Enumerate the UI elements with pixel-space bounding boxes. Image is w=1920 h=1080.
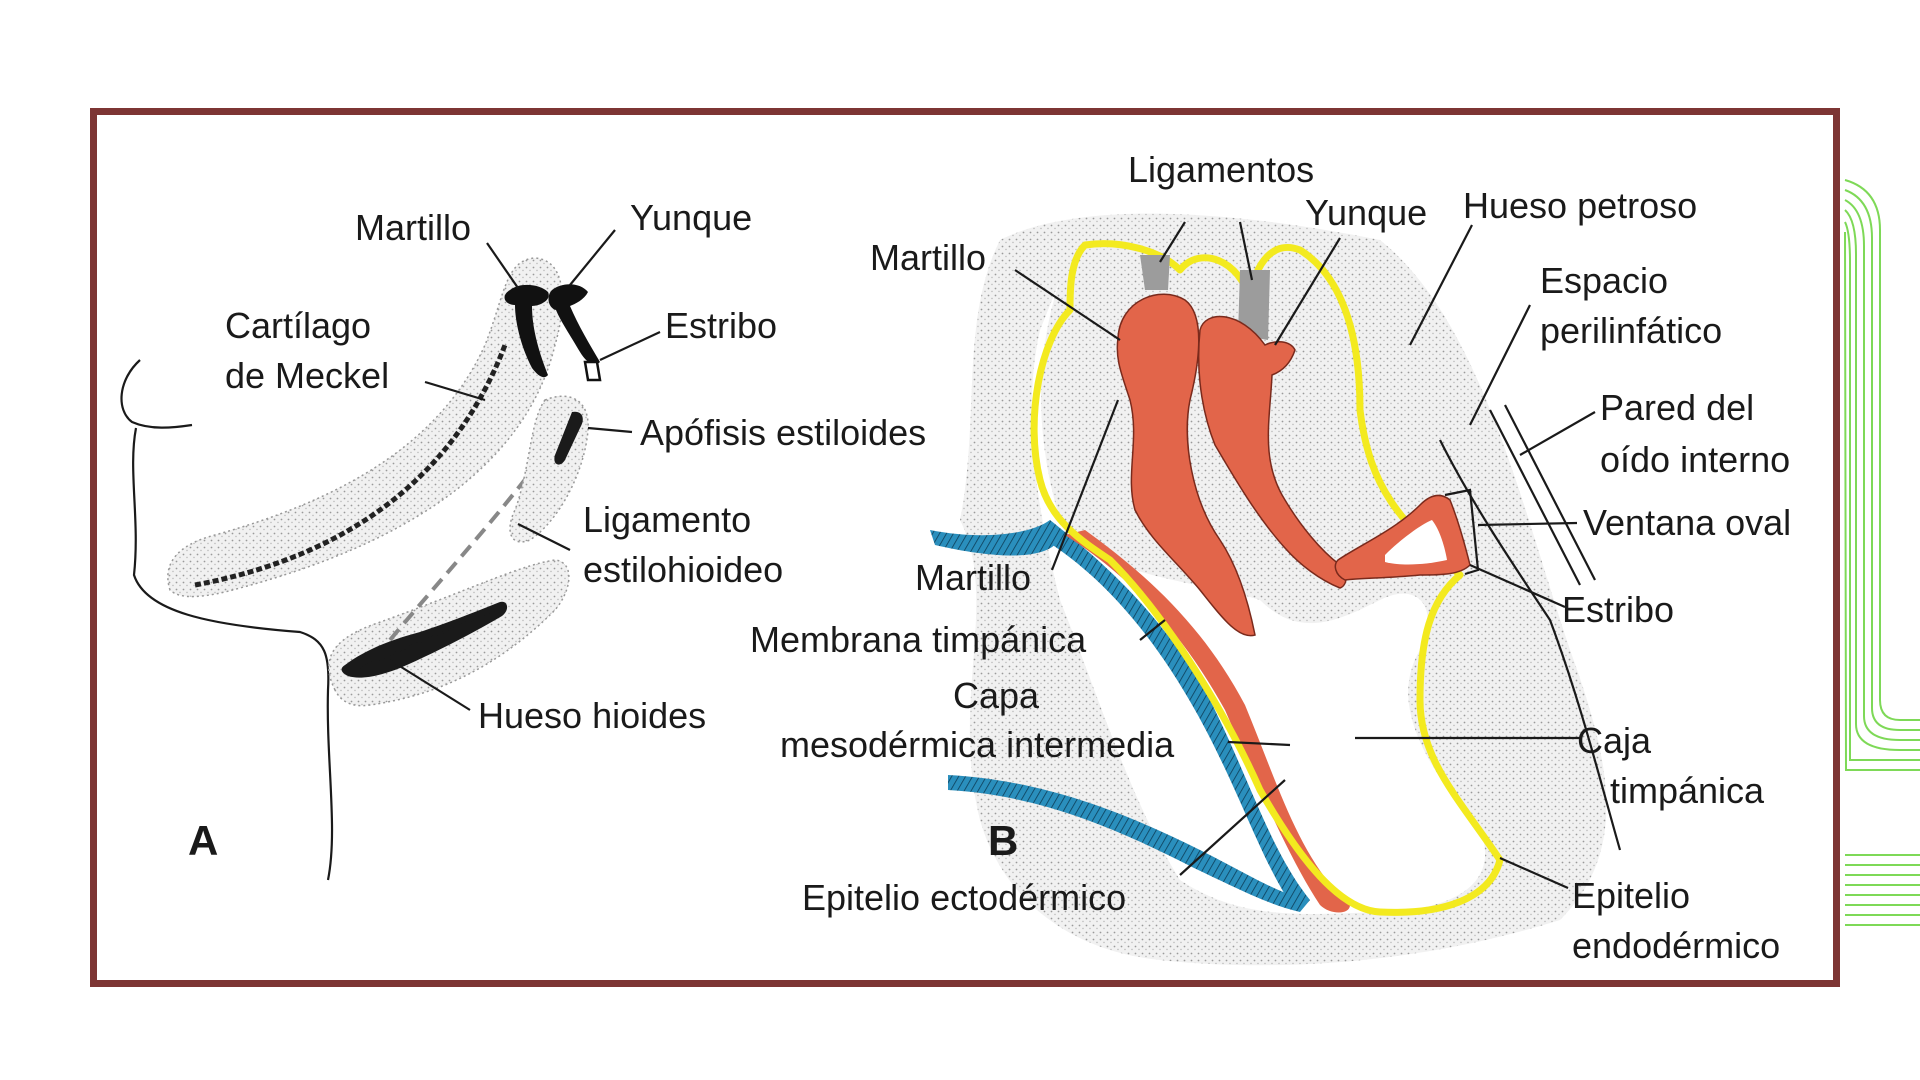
label-b-espacio-1: Espacio <box>1540 260 1668 301</box>
label-a-martillo: Martillo <box>355 207 471 248</box>
panel-a-labels: Martillo Yunque Cartílago de Meckel Estr… <box>188 197 926 864</box>
label-a-apofisis: Apófisis estiloides <box>640 412 926 453</box>
label-b-pared-2: oído interno <box>1600 439 1790 480</box>
panel-b-letter: B <box>988 817 1018 864</box>
panel-a-drawing <box>120 229 661 881</box>
ectodermal-epithelium-top <box>930 520 1060 556</box>
label-b-hueso-petroso: Hueso petroso <box>1463 185 1697 226</box>
label-b-caja-1: Caja <box>1577 720 1652 761</box>
panel-b-labels: Ligamentos Yunque Hueso petroso Martillo… <box>750 149 1791 966</box>
label-b-ventana: Ventana oval <box>1583 502 1791 543</box>
meckel-cartilage <box>194 344 508 588</box>
label-b-estribo: Estribo <box>1562 589 1674 630</box>
styloid-process <box>554 411 583 465</box>
endodermal-epithelium-outline <box>1030 240 1504 916</box>
label-a-hioides: Hueso hioides <box>478 695 706 736</box>
label-b-epitelio-endo-1: Epitelio <box>1572 875 1690 916</box>
ligament-left <box>1140 255 1170 290</box>
label-b-ligamentos: Ligamentos <box>1128 149 1314 190</box>
label-a-ligamento-1: Ligamento <box>583 499 751 540</box>
label-b-epitelio-ecto: Epitelio ectodérmico <box>802 877 1126 918</box>
martillo-b-shape <box>1116 293 1256 637</box>
yunque-b-shape <box>1197 315 1347 589</box>
tympanic-cavity <box>1031 280 1486 914</box>
ectodermal-epithelium-bottom <box>948 775 1310 912</box>
ectodermal-epithelium <box>1045 520 1310 910</box>
label-b-capa-1: Capa <box>953 675 1040 716</box>
label-a-estribo: Estribo <box>665 305 777 346</box>
estribo-b-hole <box>1385 520 1447 565</box>
label-b-epitelio-endo-2: endodérmico <box>1572 925 1780 966</box>
panel-b-drawing <box>930 213 1622 966</box>
panel-a-letter: A <box>188 817 218 864</box>
ligament-right <box>1238 270 1270 340</box>
label-b-espacio-2: perilinfático <box>1540 310 1722 351</box>
label-a-yunque: Yunque <box>630 197 752 238</box>
label-b-capa-2: mesodérmica intermedia <box>780 724 1175 765</box>
label-a-cartilago-2: de Meckel <box>225 355 389 396</box>
estribo-a-shape <box>583 360 602 382</box>
label-b-membrana: Membrana timpánica <box>750 619 1087 660</box>
label-b-martillo-top: Martillo <box>870 237 986 278</box>
yunque-a-shape <box>548 284 600 365</box>
label-b-caja-2: timpánica <box>1610 770 1765 811</box>
label-a-cartilago-1: Cartílago <box>225 305 371 346</box>
face-profile <box>120 359 334 881</box>
label-a-ligamento-2: estilohioideo <box>583 549 783 590</box>
label-b-pared-1: Pared del <box>1600 387 1754 428</box>
label-b-yunque: Yunque <box>1305 192 1427 233</box>
martillo-a-shape <box>504 284 549 378</box>
label-b-martillo-mid: Martillo <box>915 557 1031 598</box>
